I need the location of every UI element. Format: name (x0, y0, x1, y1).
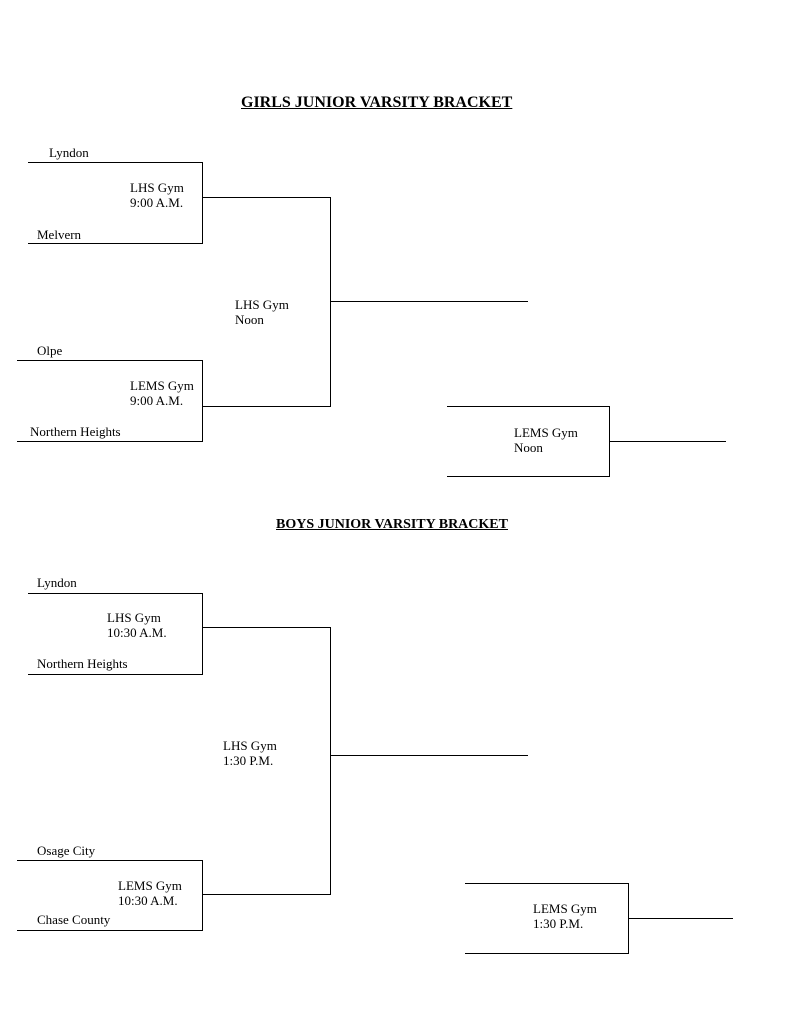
girls-game1-site: LHS Gym (130, 180, 184, 195)
girls-game2-winner-line (202, 406, 331, 407)
boys-line-northern-heights (28, 674, 203, 675)
girls-line-lyndon (28, 162, 203, 163)
boys-bracket-title: BOYS JUNIOR VARSITY BRACKET (276, 517, 508, 532)
girls-final-connector (330, 197, 331, 407)
girls-team-melvern: Melvern (37, 227, 82, 242)
girls-line-olpe (17, 360, 203, 361)
boys-champion-line (330, 755, 528, 756)
boys-final-site: LHS Gym (223, 738, 277, 753)
boys-game1-site: LHS Gym (107, 610, 161, 625)
girls-game2-time: 9:00 A.M. (130, 393, 184, 408)
boys-team-lyndon: Lyndon (37, 575, 77, 590)
girls-consolation-bottom-line (447, 476, 610, 477)
boys-line-osage-city (17, 860, 203, 861)
boys-final-time: 1:30 P.M. (223, 753, 274, 768)
girls-final-time: Noon (235, 312, 264, 327)
girls-consolation-top-line (447, 406, 610, 407)
boys-game2-time: 10:30 A.M. (118, 893, 178, 908)
girls-game2-connector (202, 360, 203, 442)
boys-consolation-site: LEMS Gym (533, 901, 597, 916)
girls-line-northern-heights (17, 441, 203, 442)
girls-team-northern-heights: Northern Heights (30, 424, 121, 439)
boys-team-chase-county: Chase County (37, 912, 111, 927)
boys-consolation-top-line (465, 883, 629, 884)
boys-team-osage-city: Osage City (37, 843, 96, 858)
girls-consolation-winner-line (609, 441, 726, 442)
boys-consolation-winner-line (628, 918, 733, 919)
boys-final-connector (330, 627, 331, 895)
boys-line-chase-county (17, 930, 203, 931)
girls-consolation-site: LEMS Gym (514, 425, 578, 440)
girls-consolation-time: Noon (514, 440, 543, 455)
boys-game1-winner-line (202, 627, 331, 628)
girls-game1-time: 9:00 A.M. (130, 195, 184, 210)
girls-game1-winner-line (202, 197, 331, 198)
girls-champion-line (330, 301, 528, 302)
boys-consolation-bottom-line (465, 953, 629, 954)
boys-line-lyndon (28, 593, 203, 594)
boys-game1-time: 10:30 A.M. (107, 625, 167, 640)
boys-team-northern-heights: Northern Heights (37, 656, 128, 671)
girls-final-site: LHS Gym (235, 297, 289, 312)
girls-game2-site: LEMS Gym (130, 378, 194, 393)
boys-consolation-time: 1:30 P.M. (533, 916, 584, 931)
boys-game1-connector (202, 593, 203, 675)
girls-team-lyndon: Lyndon (49, 145, 89, 160)
boys-game2-connector (202, 860, 203, 931)
girls-team-olpe: Olpe (37, 343, 63, 358)
boys-game2-winner-line (202, 894, 331, 895)
girls-line-melvern (28, 243, 203, 244)
girls-game1-connector (202, 162, 203, 244)
girls-bracket-title: GIRLS JUNIOR VARSITY BRACKET (241, 94, 513, 111)
boys-game2-site: LEMS Gym (118, 878, 182, 893)
